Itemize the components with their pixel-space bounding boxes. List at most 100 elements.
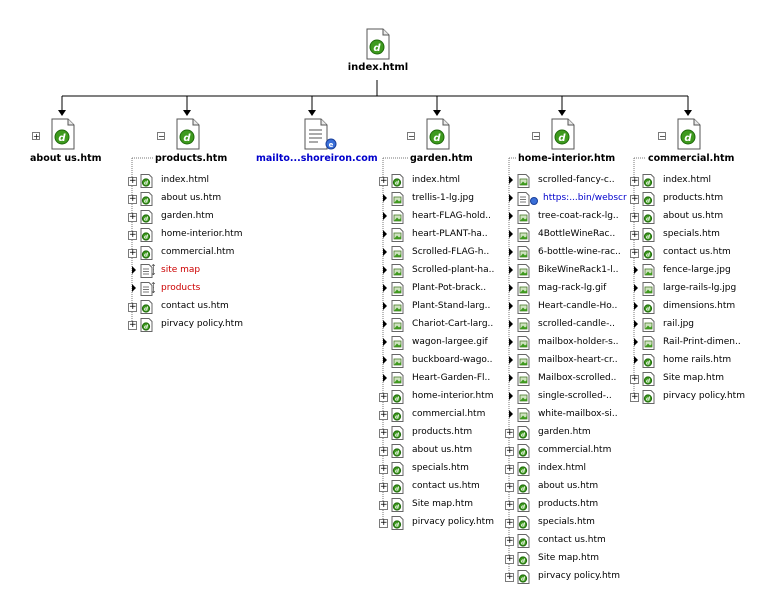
expand-toggle[interactable]: + <box>505 482 514 492</box>
expand-toggle[interactable]: + <box>379 446 388 456</box>
tree-item-label[interactable]: white-mailbox-si.. <box>538 409 618 419</box>
tree-item-label[interactable]: 4BottleWineRac.. <box>538 229 616 239</box>
expand-toggle[interactable]: + <box>630 212 639 222</box>
expand-toggle[interactable]: + <box>379 176 388 186</box>
expand-toggle[interactable]: + <box>505 500 514 510</box>
tree-item-label[interactable]: contact us.htm <box>161 301 229 311</box>
expand-toggle[interactable]: + <box>630 194 639 204</box>
expand-toggle[interactable]: + <box>630 248 639 258</box>
expand-toggle[interactable]: + <box>128 248 137 258</box>
column-node-icon[interactable]: d <box>676 118 702 150</box>
collapse-toggle[interactable]: − <box>532 132 540 141</box>
tree-item-label[interactable]: about us.htm <box>538 481 599 491</box>
tree-item-label[interactable]: Heart-candle-Ho.. <box>538 301 618 311</box>
column-node-label[interactable]: mailto...shoreiron.com <box>256 153 378 164</box>
tree-item-label[interactable]: about us.htm <box>663 211 724 221</box>
tree-item-label[interactable]: specials.htm <box>663 229 720 239</box>
tree-item-label[interactable]: pirvacy policy.htm <box>161 319 243 329</box>
tree-item-label[interactable]: index.html <box>412 175 460 185</box>
collapse-toggle[interactable]: − <box>157 132 165 141</box>
tree-item-label[interactable]: Scrolled-FLAG-h.. <box>412 247 490 257</box>
expand-toggle[interactable]: + <box>379 482 388 492</box>
tree-item-label[interactable]: buckboard-wago.. <box>412 355 493 365</box>
tree-item-label[interactable]: Plant-Pot-brack.. <box>412 283 487 293</box>
tree-item-label[interactable]: site map <box>161 265 201 275</box>
expand-toggle[interactable]: + <box>505 536 514 546</box>
expand-toggle[interactable]: + <box>32 132 40 141</box>
tree-item-label[interactable]: mailbox-heart-cr.. <box>538 355 618 365</box>
tree-item-label[interactable]: contact us.htm <box>538 535 606 545</box>
tree-item-label[interactable]: mag-rack-lg.gif <box>538 283 607 293</box>
expand-toggle[interactable]: + <box>128 212 137 222</box>
tree-item-label[interactable]: products.htm <box>412 427 473 437</box>
expand-toggle[interactable]: + <box>505 446 514 456</box>
column-node-label[interactable]: garden.htm <box>410 153 473 164</box>
tree-item-label[interactable]: products.htm <box>663 193 724 203</box>
expand-toggle[interactable]: + <box>505 518 514 528</box>
tree-item-label[interactable]: home-interior.htm <box>161 229 243 239</box>
column-node-icon[interactable]: d <box>425 118 451 150</box>
expand-toggle[interactable]: + <box>505 554 514 564</box>
expand-toggle[interactable]: + <box>630 230 639 240</box>
tree-item-label[interactable]: Mailbox-scrolled.. <box>538 373 617 383</box>
expand-toggle[interactable]: + <box>379 428 388 438</box>
expand-toggle[interactable]: + <box>128 230 137 240</box>
tree-item-label[interactable]: contact us.htm <box>663 247 731 257</box>
column-node-icon[interactable]: d <box>550 118 576 150</box>
tree-item-label[interactable]: index.html <box>663 175 711 185</box>
tree-item-label[interactable]: products <box>161 283 201 293</box>
tree-item-label[interactable]: Chariot-Cart-larg.. <box>412 319 494 329</box>
column-node-label[interactable]: products.htm <box>155 153 228 164</box>
tree-item-label[interactable]: large-rails-lg.jpg <box>663 283 737 293</box>
column-node-label[interactable]: about us.htm <box>30 153 102 164</box>
tree-item-label[interactable]: https:...bin/webscr <box>543 193 627 203</box>
tree-item-label[interactable]: home-interior.htm <box>412 391 494 401</box>
expand-toggle[interactable]: + <box>379 410 388 420</box>
expand-toggle[interactable]: + <box>505 572 514 582</box>
expand-toggle[interactable]: + <box>379 392 388 402</box>
expand-toggle[interactable]: + <box>379 464 388 474</box>
expand-toggle[interactable]: + <box>128 302 137 312</box>
tree-item-label[interactable]: mailbox-holder-s.. <box>538 337 619 347</box>
column-node-label[interactable]: commercial.htm <box>648 153 735 164</box>
tree-item-label[interactable]: index.html <box>538 463 586 473</box>
expand-toggle[interactable]: + <box>379 518 388 528</box>
expand-toggle[interactable]: + <box>379 500 388 510</box>
root-node[interactable]: d index.html <box>340 28 416 73</box>
tree-item-label[interactable]: contact us.htm <box>412 481 480 491</box>
tree-item-label[interactable]: commercial.htm <box>412 409 486 419</box>
tree-item-label[interactable]: heart-PLANT-ha.. <box>412 229 488 239</box>
collapse-toggle[interactable]: − <box>407 132 415 141</box>
tree-item-label[interactable]: products.htm <box>538 499 599 509</box>
expand-toggle[interactable]: + <box>128 194 137 204</box>
tree-item-label[interactable]: about us.htm <box>161 193 222 203</box>
tree-item-label[interactable]: fence-large.jpg <box>663 265 731 275</box>
tree-item-label[interactable]: trellis-1-lg.jpg <box>412 193 474 203</box>
tree-item-label[interactable]: Plant-Stand-larg.. <box>412 301 491 311</box>
tree-item-label[interactable]: rail.jpg <box>663 319 695 329</box>
tree-item-label[interactable]: scrolled-candle-.. <box>538 319 616 329</box>
column-node-icon[interactable]: d <box>175 118 201 150</box>
collapse-toggle[interactable]: − <box>658 132 666 141</box>
tree-item-label[interactable]: 6-bottle-wine-rac.. <box>538 247 621 257</box>
tree-item-label[interactable]: Rail-Print-dimen.. <box>663 337 741 347</box>
tree-item-label[interactable]: specials.htm <box>412 463 469 473</box>
tree-item-label[interactable]: heart-FLAG-hold.. <box>412 211 491 221</box>
tree-item-label[interactable]: Site map.htm <box>412 499 473 509</box>
tree-item-label[interactable]: about us.htm <box>412 445 473 455</box>
tree-item-label[interactable]: dimensions.htm <box>663 301 736 311</box>
column-node-icon[interactable]: d <box>50 118 76 150</box>
expand-toggle[interactable]: + <box>630 374 639 384</box>
tree-item-label[interactable]: home rails.htm <box>663 355 732 365</box>
column-node-label[interactable]: home-interior.htm <box>518 153 616 164</box>
column-node-icon[interactable]: e <box>300 118 340 150</box>
tree-item-label[interactable]: commercial.htm <box>538 445 612 455</box>
tree-item-label[interactable]: index.html <box>161 175 209 185</box>
tree-item-label[interactable]: Site map.htm <box>538 553 599 563</box>
tree-item-label[interactable]: pirvacy policy.htm <box>412 517 494 527</box>
tree-item-label[interactable]: wagon-largee.gif <box>412 337 488 347</box>
tree-item-label[interactable]: pirvacy policy.htm <box>663 391 745 401</box>
tree-item-label[interactable]: BikeWineRack1-l.. <box>538 265 619 275</box>
tree-item-label[interactable]: tree-coat-rack-lg.. <box>538 211 619 221</box>
tree-item-label[interactable]: Heart-Garden-Fl.. <box>412 373 491 383</box>
